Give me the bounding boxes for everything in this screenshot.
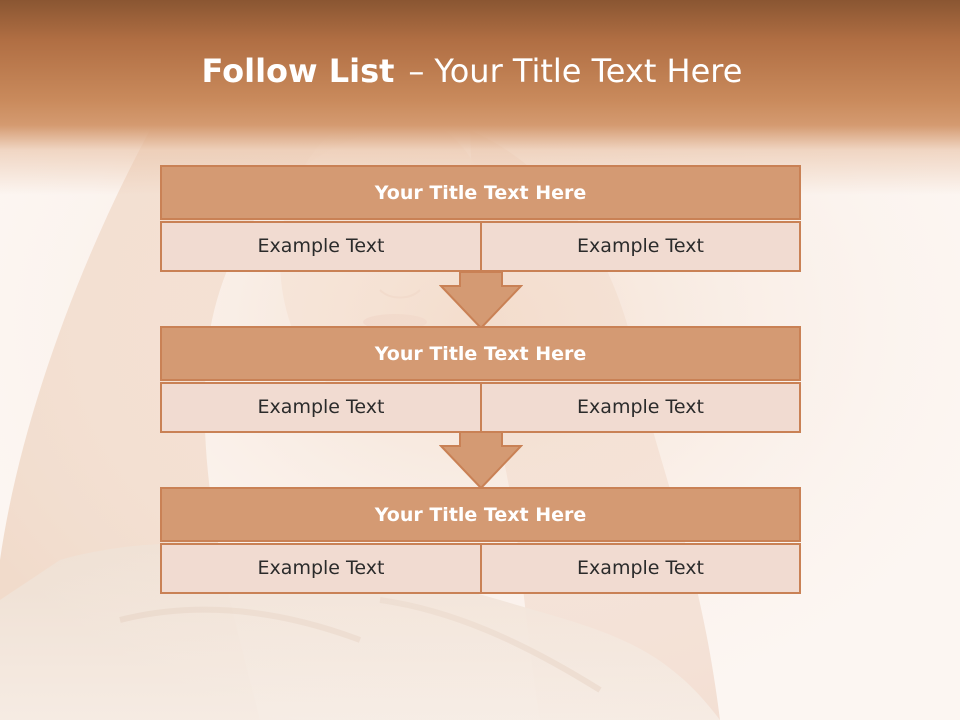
block-cell-right: Example Text xyxy=(480,543,801,594)
list-block-2: Your Title Text Here Example Text Exampl… xyxy=(160,326,801,433)
block-cell-left: Example Text xyxy=(160,221,482,272)
list-block-1: Your Title Text Here Example Text Exampl… xyxy=(160,165,801,272)
block-cell-right: Example Text xyxy=(480,221,801,272)
block-title: Your Title Text Here xyxy=(160,165,801,220)
block-title: Your Title Text Here xyxy=(160,487,801,542)
block-cell-left: Example Text xyxy=(160,543,482,594)
title-bold: Follow List xyxy=(201,52,395,90)
block-cell-right: Example Text xyxy=(480,382,801,433)
list-block-3: Your Title Text Here Example Text Exampl… xyxy=(160,487,801,594)
block-cell-left: Example Text xyxy=(160,382,482,433)
down-arrow-icon xyxy=(439,432,523,490)
title-separator: – xyxy=(408,52,425,90)
title-rest: Your Title Text Here xyxy=(434,52,743,90)
page-title: Follow List–Your Title Text Here xyxy=(0,52,944,90)
down-arrow-icon xyxy=(439,272,523,330)
block-title: Your Title Text Here xyxy=(160,326,801,381)
